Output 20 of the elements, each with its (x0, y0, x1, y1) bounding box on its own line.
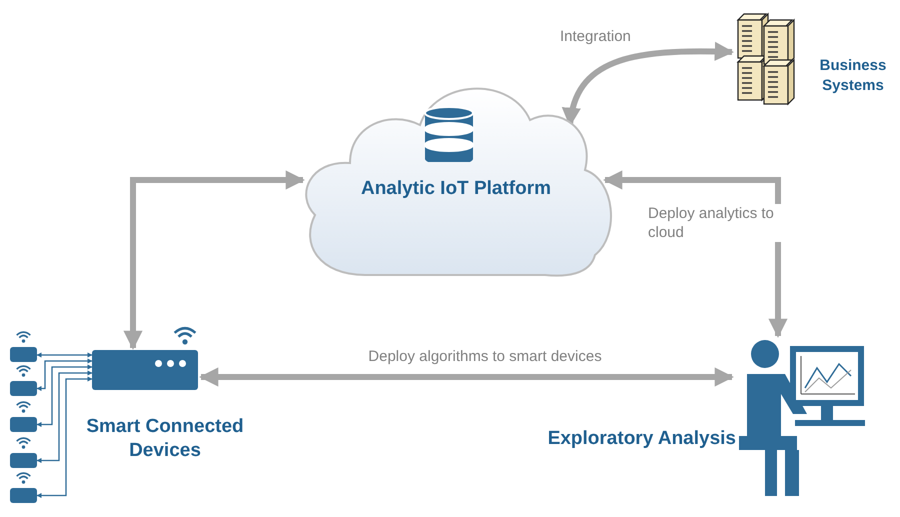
gateway-box (92, 350, 198, 390)
connector-line (36, 376, 93, 498)
device-box (10, 417, 37, 432)
device-box (10, 347, 37, 362)
device-box (10, 488, 37, 503)
node-caption: Smart Connected Devices (85, 415, 245, 463)
connector-line (36, 352, 93, 358)
connector-line (36, 364, 93, 428)
edge-label: Integration (560, 27, 631, 46)
device-box (10, 381, 37, 396)
node-title: Analytic IoT Platform (360, 177, 552, 201)
connector-line (36, 370, 93, 464)
node-caption: Business Systems (818, 56, 888, 96)
connector-line (36, 358, 93, 392)
server-drawing (736, 12, 796, 106)
double-arrow (603, 170, 788, 338)
double-arrow (123, 170, 305, 350)
double-arrow (199, 367, 734, 387)
device-box (10, 453, 37, 468)
node-caption: Exploratory Analysis (546, 427, 736, 451)
